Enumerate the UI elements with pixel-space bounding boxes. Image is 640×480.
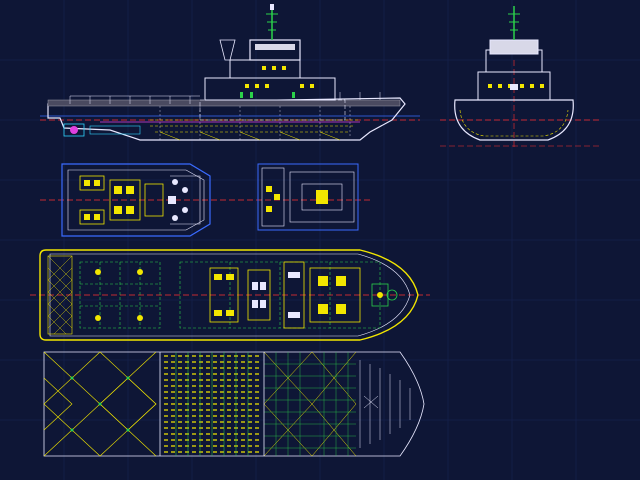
- deck-plan-bridge: [257, 163, 359, 231]
- deck-plan-upper: [40, 163, 370, 237]
- front-elevation: [440, 6, 600, 150]
- hull-structure-plan: [43, 351, 425, 457]
- side-elevation: [40, 4, 420, 141]
- main-deck-plan: [30, 249, 430, 341]
